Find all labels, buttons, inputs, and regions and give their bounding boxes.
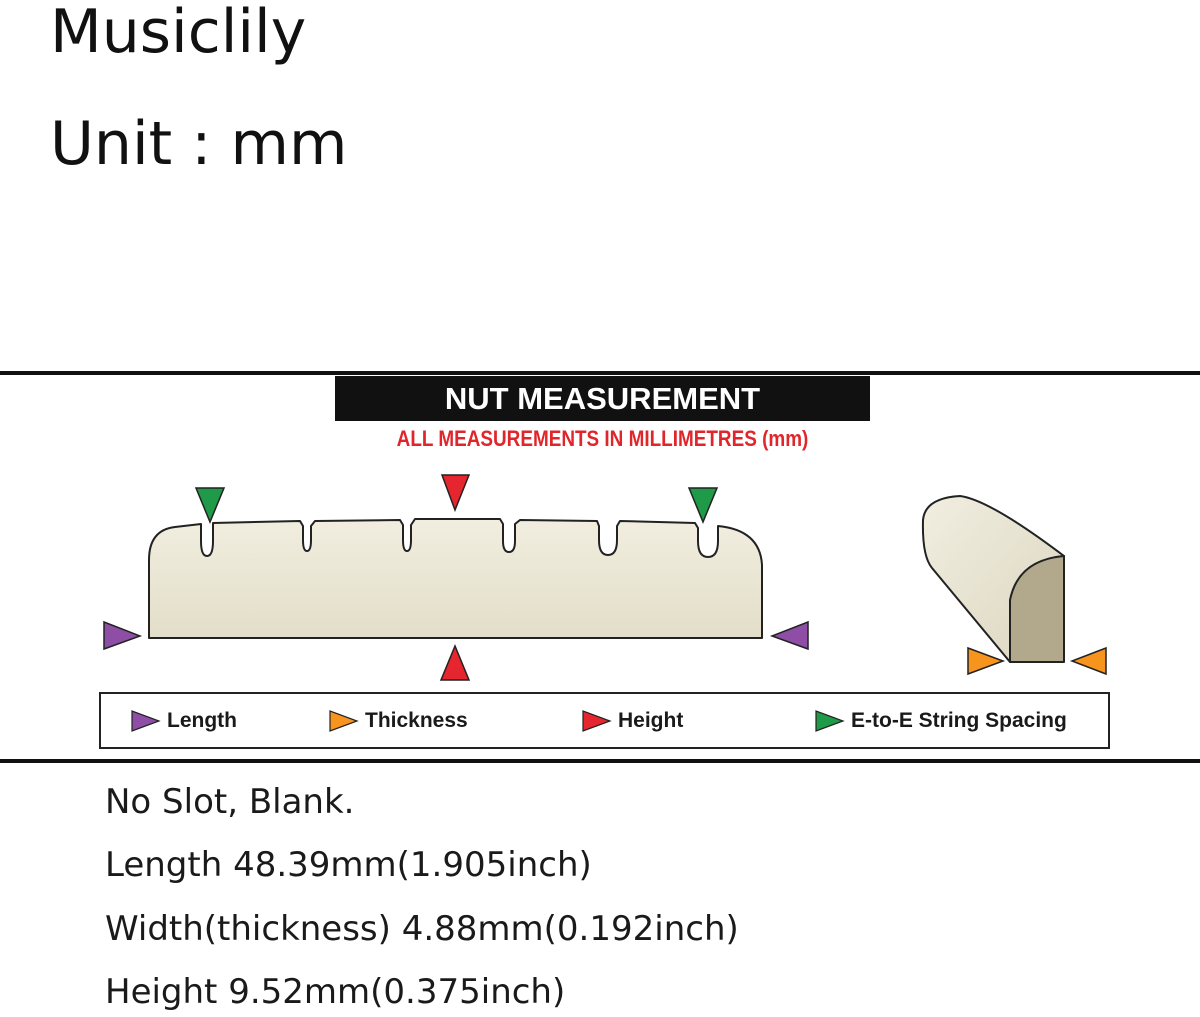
measurement-legend: Length Thickness Height E-to-E String Sp… — [99, 692, 1110, 749]
legend-label-length: Length — [167, 708, 237, 732]
legend-label-thickness: Thickness — [365, 708, 468, 732]
thickness-marker-left — [967, 646, 1006, 676]
spacing-marker-left — [194, 487, 226, 524]
spec-height: Height 9.52mm(0.375inch) — [105, 972, 566, 1012]
top-divider — [0, 371, 1200, 375]
legend-item-thickness: Thickness — [329, 694, 468, 747]
nut-end-face — [1009, 555, 1065, 663]
nut-front-view — [148, 518, 763, 639]
spacing-triangle-icon — [815, 709, 845, 732]
length-marker-left — [103, 620, 143, 651]
legend-item-spacing: E-to-E String Spacing — [815, 694, 1067, 747]
nut-measurement-banner: NUT MEASUREMENT — [335, 376, 870, 421]
measurement-unit-note: ALL MEASUREMENTS IN MILLIMETRES (mm) — [396, 426, 809, 451]
height-marker-top — [440, 474, 471, 513]
spec-length: Length 48.39mm(1.905inch) — [105, 845, 592, 885]
legend-label-spacing: E-to-E String Spacing — [851, 708, 1067, 732]
legend-item-length: Length — [131, 694, 237, 747]
height-marker-bottom — [439, 644, 471, 681]
height-triangle-icon — [582, 709, 612, 732]
thickness-triangle-icon — [329, 709, 359, 732]
nut-diagram — [103, 474, 1107, 681]
brand-name: Musiclily — [50, 0, 307, 67]
spec-slot-type: No Slot, Blank. — [105, 782, 355, 822]
unit-label: Unit : mm — [50, 109, 348, 179]
length-triangle-icon — [131, 709, 161, 732]
bottom-divider — [0, 759, 1200, 763]
thickness-marker-right — [1069, 646, 1107, 676]
legend-label-height: Height — [618, 708, 684, 732]
length-marker-right — [769, 620, 809, 651]
legend-item-height: Height — [582, 694, 683, 747]
spacing-marker-right — [687, 487, 719, 524]
spec-width: Width(thickness) 4.88mm(0.192inch) — [105, 909, 739, 949]
